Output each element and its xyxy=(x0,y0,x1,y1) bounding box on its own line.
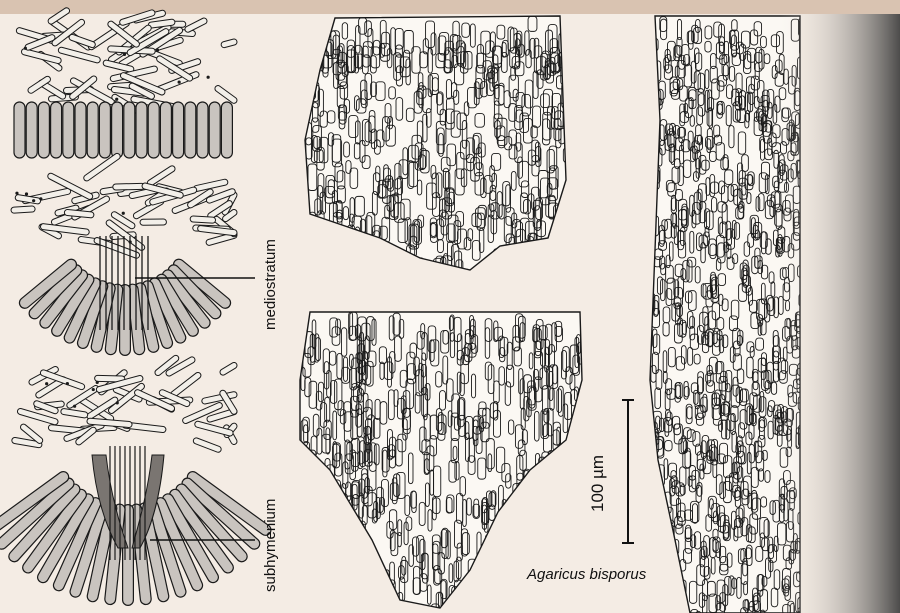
top-band xyxy=(0,0,900,14)
schematic-bilateral-trama xyxy=(14,156,234,350)
schematic-subhymenium-trama xyxy=(0,358,266,600)
trama-drawing-upper xyxy=(305,16,574,296)
schematic-regular-trama xyxy=(14,11,234,158)
subhymenium-label: subhymenium xyxy=(262,499,279,592)
page-shadow xyxy=(780,14,900,613)
scale-bar-label: 100 µm xyxy=(588,455,608,512)
species-caption: Agaricus bisporus xyxy=(527,566,646,583)
mediostratum-label: mediostratum xyxy=(262,239,279,330)
